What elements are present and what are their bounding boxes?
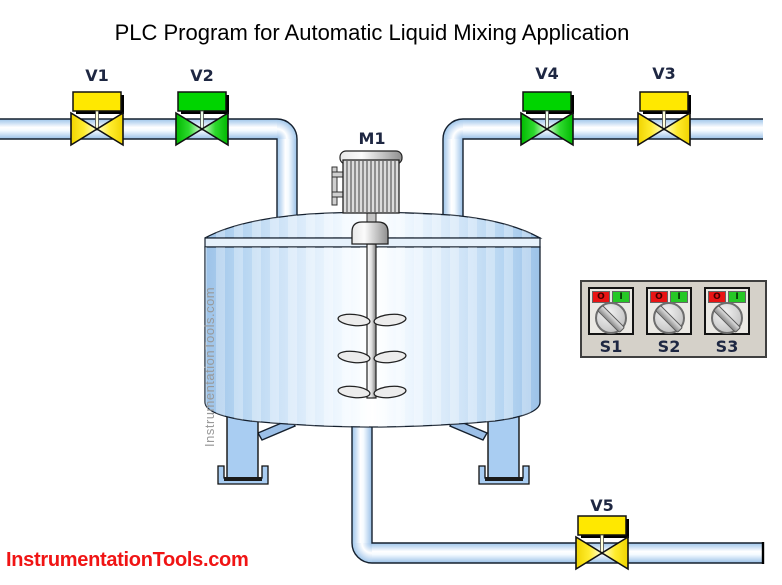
indicator-off-icon: O <box>708 291 726 303</box>
switch-s3: O I S3 <box>704 287 750 356</box>
switch-s2-label: S2 <box>657 337 681 356</box>
valve-v3-actuator <box>639 91 689 112</box>
knob-handle-icon <box>654 304 684 334</box>
tank-supports <box>217 411 530 485</box>
agitator-propeller <box>337 350 407 364</box>
agitator-propeller <box>337 385 407 399</box>
valve-v5[interactable] <box>575 515 629 571</box>
valve-v4-label: V4 <box>535 64 559 83</box>
valve-v2[interactable] <box>175 91 229 147</box>
knob-handle-icon <box>712 304 742 334</box>
pipe-inlet-right <box>463 119 763 139</box>
pipe-network <box>0 118 765 564</box>
motor-terminal-box <box>331 166 338 206</box>
switch-s2-box: O I <box>646 287 692 335</box>
valve-v1-label: V1 <box>85 66 109 85</box>
switch-s1-label: S1 <box>599 337 623 356</box>
footer-brand: InstrumentationTools.com <box>6 549 249 571</box>
pipe-elbow-drain <box>352 543 372 563</box>
switch-s3-knob[interactable] <box>711 302 743 334</box>
motor-label: M1 <box>358 129 386 148</box>
valve-v4-actuator <box>522 91 572 112</box>
switch-s2: O I S2 <box>646 287 692 356</box>
pipe-drain-out <box>372 543 763 563</box>
valve-v2-actuator <box>177 91 227 112</box>
motor-coupling <box>351 221 389 245</box>
pipe-elbow-left <box>277 119 297 139</box>
valve-v1-actuator <box>72 91 122 112</box>
motor-fins <box>346 161 396 212</box>
switch-s2-knob[interactable] <box>653 302 685 334</box>
valve-v2-label: V2 <box>190 66 214 85</box>
pipe-elbow-right <box>443 119 463 139</box>
valve-v3-label: V3 <box>652 64 676 83</box>
indicator-off-icon: O <box>592 291 610 303</box>
pipe-inlet-right-drop <box>443 139 463 230</box>
switch-s1: O I S1 <box>588 287 634 356</box>
pipe-inlet-left-drop <box>277 139 297 230</box>
indicator-off-icon: O <box>650 291 668 303</box>
switch-s3-label: S3 <box>715 337 739 356</box>
switch-panel: O I S1 O I S2 O I <box>580 280 767 358</box>
mixer-motor <box>331 150 403 245</box>
pipe-drain-drop <box>352 415 372 543</box>
switch-s1-knob[interactable] <box>595 302 627 334</box>
switch-s1-box: O I <box>588 287 634 335</box>
valve-v5-label: V5 <box>590 496 614 515</box>
knob-handle-icon <box>596 304 626 334</box>
valve-v1[interactable] <box>70 91 124 147</box>
tank-watermark: InstrumentationTools.com <box>202 286 217 447</box>
indicator-on-icon: I <box>670 291 688 303</box>
pipe-inlet-left <box>0 119 277 139</box>
agitator <box>337 243 407 399</box>
switch-s3-box: O I <box>704 287 750 335</box>
indicator-on-icon: I <box>728 291 746 303</box>
valve-v4[interactable] <box>520 91 574 147</box>
valve-v3[interactable] <box>637 91 691 147</box>
tank-leg-right <box>487 411 520 479</box>
page-title: PLC Program for Automatic Liquid Mixing … <box>114 20 630 45</box>
agitator-propeller <box>337 313 407 327</box>
valve-v5-actuator <box>577 515 627 536</box>
indicator-on-icon: I <box>612 291 630 303</box>
